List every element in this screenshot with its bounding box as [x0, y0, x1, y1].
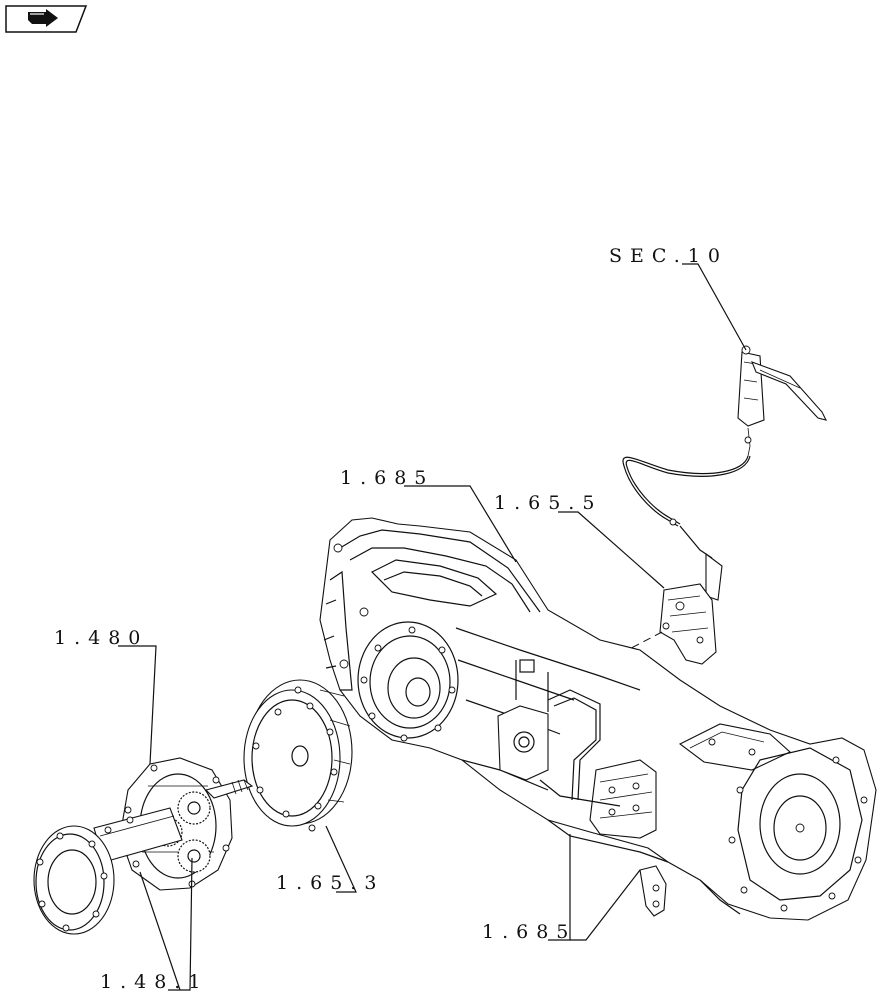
callout-1480: 1.480: [54, 627, 157, 765]
callout-text: 1.48.1: [100, 971, 208, 993]
next-page-arrow-icon: [28, 9, 58, 27]
callout-1653: 1.65.3: [276, 825, 384, 894]
callout-text: 1.65.5: [494, 492, 602, 514]
callout-text: 1.65.3: [276, 872, 384, 894]
callout-text: 1.685: [482, 921, 576, 943]
callout-text: SEC.10: [609, 245, 728, 267]
callout-1685-top: 1.685: [340, 467, 517, 563]
callout-text: 1.480: [54, 627, 148, 649]
next-page-button[interactable]: [5, 5, 88, 33]
handbrake-lever: [737, 345, 828, 457]
callout-1685-bottom: 1.685: [482, 834, 641, 943]
brake-disc-assembly: [243, 679, 353, 832]
callout-1481: 1.48.1: [100, 857, 208, 993]
callout-1655: 1.65.5: [494, 492, 665, 589]
brake-cable: [622, 455, 751, 559]
brake-linkage-bracket: [659, 552, 723, 665]
callout-sec10: SEC.10: [609, 245, 747, 351]
callout-text: 1.685: [340, 467, 434, 489]
wheel-hub-flange: [33, 825, 115, 935]
transmission-housing: [319, 517, 877, 921]
